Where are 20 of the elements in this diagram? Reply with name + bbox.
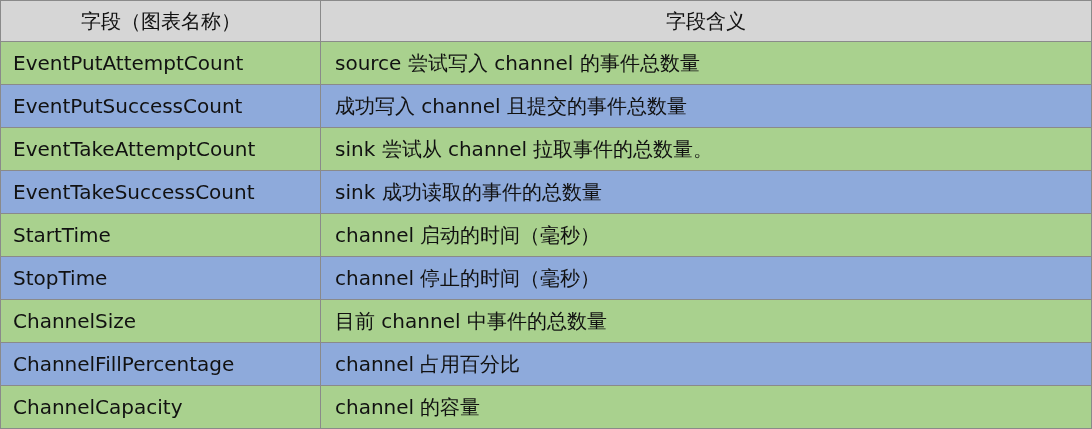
description-cell: channel 占用百分比 (321, 343, 1092, 386)
field-name-cell: StartTime (1, 214, 321, 257)
description-cell: 成功写入 channel 且提交的事件总数量 (321, 85, 1092, 128)
column-header: 字段含义 (321, 1, 1092, 42)
field-name-cell: ChannelSize (1, 300, 321, 343)
description-cell: source 尝试写入 channel 的事件总数量 (321, 42, 1092, 85)
description-cell: channel 的容量 (321, 386, 1092, 429)
field-name-cell: EventTakeSuccessCount (1, 171, 321, 214)
description-cell: sink 成功读取的事件的总数量 (321, 171, 1092, 214)
description-cell: sink 尝试从 channel 拉取事件的总数量。 (321, 128, 1092, 171)
field-name-cell: StopTime (1, 257, 321, 300)
description-cell: channel 启动的时间（毫秒） (321, 214, 1092, 257)
field-name-cell: EventPutSuccessCount (1, 85, 321, 128)
field-name-cell: ChannelCapacity (1, 386, 321, 429)
description-cell: channel 停止的时间（毫秒） (321, 257, 1092, 300)
field-name-cell: EventTakeAttemptCount (1, 128, 321, 171)
field-name-cell: ChannelFillPercentage (1, 343, 321, 386)
column-header: 字段（图表名称） (1, 1, 321, 42)
field-name-cell: EventPutAttemptCount (1, 42, 321, 85)
description-cell: 目前 channel 中事件的总数量 (321, 300, 1092, 343)
